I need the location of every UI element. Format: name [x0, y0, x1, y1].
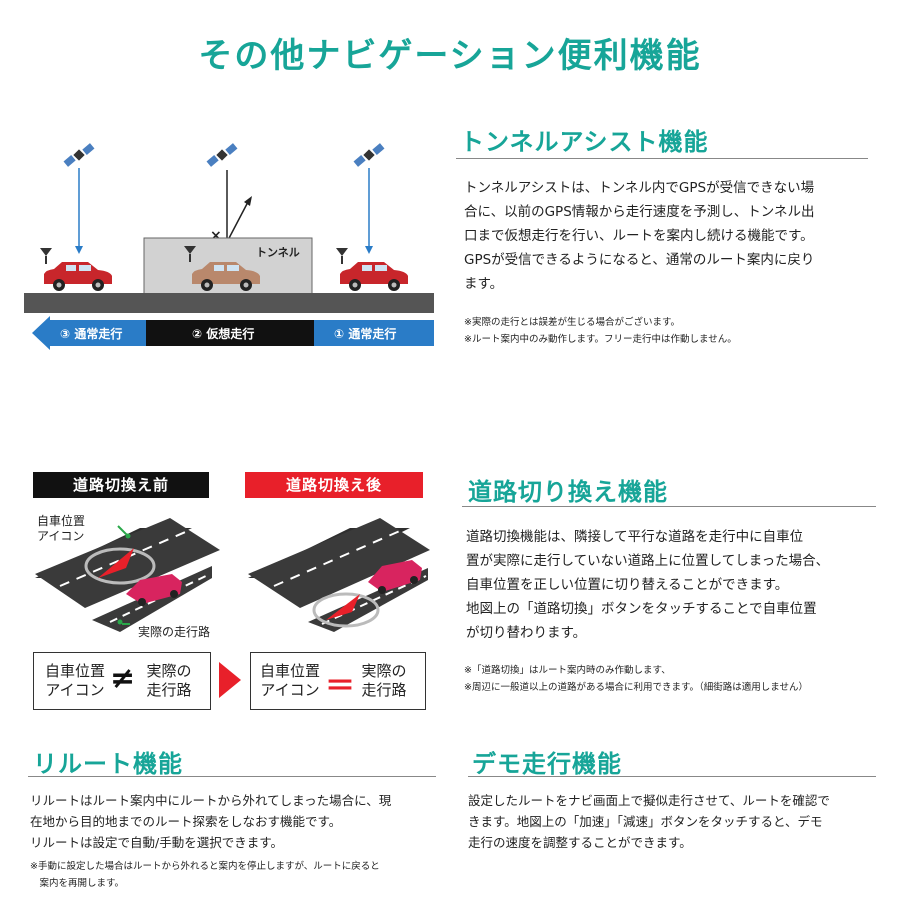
compare-text: 自車位置 [44, 662, 105, 680]
note-line: ※「道路切換」はルート案内時のみ作動します、 [464, 665, 671, 676]
tunnel-assist-body: トンネルアシストは、トンネル内でGPSが受信できない場 合に、以前のGPS情報か… [464, 176, 884, 296]
compare-text: アイコン [45, 681, 105, 699]
comparison-after: 自車位置 アイコン ＝ 実際の 走行路 [250, 652, 426, 710]
antenna-icon [335, 247, 349, 265]
satellite-icon [63, 143, 95, 167]
tunnel-assist-title: トンネルアシスト機能 [460, 128, 709, 156]
stage-1-label: ① 通常走行 [334, 326, 396, 341]
compare-text: 走行路 [146, 681, 192, 699]
car-icon [368, 560, 422, 594]
car-icon [44, 262, 112, 291]
satellite-icon [353, 143, 385, 167]
body-line: リルートは設定で自動/手動を選択できます。 [30, 835, 283, 850]
reroute-body: リルートはルート案内中にルートから外れてしまった場合に、現 在地から目的地までの… [30, 790, 450, 853]
body-line: 地図上の「道路切換」ボタンをタッチすることで自車位置 [466, 601, 817, 617]
body-line: GPSが受信できるようになると、通常のルート案内に戻り [464, 252, 815, 268]
stage-3-label: ③ 通常走行 [60, 326, 122, 341]
vehicle-position-icon [326, 594, 360, 620]
compare-text: 自車位置 [259, 662, 320, 680]
car-icon [126, 574, 182, 606]
reroute-title: リルート機能 [33, 750, 183, 778]
note-line: ※ルート案内中のみ動作します。フリー走行中は作動しません。 [464, 334, 737, 345]
note-line: ※手動に設定した場合はルートから外れると案内を停止しますが、ルートに戻ると [30, 861, 380, 872]
body-line: 置が実際に走行していない道路上に位置してしまった場合、 [466, 553, 830, 569]
icon-label-line: アイコン [37, 529, 85, 543]
arrow-right-icon [219, 662, 241, 698]
antenna-icon [39, 247, 53, 265]
satellite-icon [206, 143, 238, 167]
body-line: が切り替わります。 [466, 625, 587, 641]
page-title: その他ナビゲーション便利機能 [198, 36, 702, 76]
note-line: 案内を再開します。 [30, 878, 125, 889]
vehicle-position-icon [98, 548, 134, 578]
section-divider [456, 158, 868, 159]
demo-drive-title: デモ走行機能 [472, 750, 622, 778]
body-line: 走行の速度を調整することができます。 [468, 835, 692, 850]
tunnel-label: トンネル [256, 246, 300, 259]
note-line: ※周辺に一般道以上の道路がある場合に利用できます。（細街路は適用しません） [464, 682, 808, 693]
svg-text:×: × [210, 228, 222, 244]
section-divider [462, 506, 876, 507]
compare-text: アイコン [260, 681, 320, 699]
tunnel-assist-figure: × トンネル ③ 通常走行 ② 仮想走行 ① 通常走行 [24, 143, 434, 350]
icon-label-line: 自車位置 [37, 514, 86, 528]
body-line: 設定したルートをナビ画面上で擬似走行させて、ルートを確認で [468, 793, 830, 808]
section-divider [468, 776, 876, 777]
before-label: 道路切換え前 [33, 472, 209, 498]
reroute-notes: ※手動に設定した場合はルートから外れると案内を停止しますが、ルートに戻ると 案内… [30, 858, 450, 892]
not-equal-icon: ≠ [110, 661, 136, 696]
car-icon [340, 262, 408, 291]
road-switch-body: 道路切換機能は、隣接して平行な道路を走行中に自車位 置が実際に走行していない道路… [466, 525, 886, 645]
road-switch-title: 道路切り換え機能 [468, 478, 668, 506]
body-line: きます。地図上の「加速」「減速」ボタンをタッチすると、デモ [468, 814, 823, 829]
stage-2-label: ② 仮想走行 [192, 326, 254, 341]
demo-drive-body: 設定したルートをナビ画面上で擬似走行させて、ルートを確認で きます。地図上の「加… [468, 790, 888, 853]
equal-icon: ＝ [325, 669, 355, 704]
body-line: 合に、以前のGPS情報から走行速度を予測し、トンネル出 [464, 204, 815, 220]
body-line: 口まで仮想走行を行い、ルートを案内し続ける機能です。 [464, 228, 814, 244]
note-line: ※実際の走行とは誤差が生じる場合がございます。 [464, 317, 681, 328]
section-divider [28, 776, 436, 777]
body-line: 在地から目的地までのルート探索をしなおす機能です。 [30, 814, 342, 829]
after-label: 道路切換え後 [245, 472, 423, 498]
road-switch-notes: ※「道路切換」はルート案内時のみ作動します、 ※周辺に一般道以上の道路がある場合… [464, 662, 894, 696]
actual-road-label: 実際の走行路 [138, 625, 211, 639]
compare-text: 走行路 [361, 681, 407, 699]
icon-label: 自車位置 アイコン [37, 514, 85, 544]
body-line: 道路切換機能は、隣接して平行な道路を走行中に自車位 [466, 529, 804, 545]
compare-text: 実際の [361, 662, 407, 680]
body-line: リルートはルート案内中にルートから外れてしまった場合に、現 [30, 793, 392, 808]
road-switch-figure [35, 518, 430, 632]
body-line: ます。 [464, 276, 504, 292]
body-line: 自車位置を正しい位置に切り替えることができます。 [466, 577, 789, 593]
comparison-before: 自車位置 アイコン ≠ 実際の 走行路 [33, 652, 211, 710]
compare-text: 実際の [146, 662, 192, 680]
body-line: トンネルアシストは、トンネル内でGPSが受信できない場 [464, 180, 815, 196]
tunnel-assist-notes: ※実際の走行とは誤差が生じる場合がございます。 ※ルート案内中のみ動作します。フ… [464, 314, 884, 348]
